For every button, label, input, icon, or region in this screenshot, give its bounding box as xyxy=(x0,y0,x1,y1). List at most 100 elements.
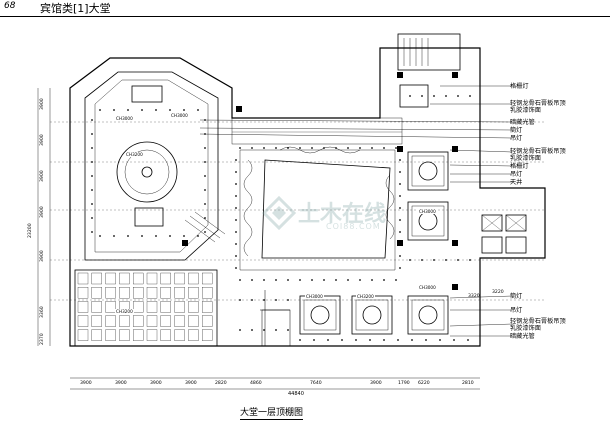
downlight-dot xyxy=(341,339,343,341)
downlight-dot xyxy=(91,175,93,177)
watermark-icon xyxy=(261,195,297,231)
downlight-dot xyxy=(263,147,265,149)
ceiling-height-label: CH3200 xyxy=(125,152,144,157)
dimension-label: 3900 xyxy=(40,98,45,110)
dimension-label: 6220 xyxy=(418,381,430,386)
downlight-dot xyxy=(335,279,337,281)
downlight-dot xyxy=(127,109,129,111)
grid-light-panel xyxy=(160,315,171,327)
dimension-label: 3900 xyxy=(80,381,92,386)
downlight-dot xyxy=(421,259,423,261)
ceiling-height-label: CH3200 xyxy=(356,294,375,299)
grid-light-panel xyxy=(105,329,116,341)
grid-light-panel xyxy=(202,315,213,327)
downlight-dot xyxy=(287,147,289,149)
legend: 格栅灯 轻钢龙骨石膏板吊顶 乳胶漆饰面 暗藏光管 筒灯 吊灯 轻钢龙骨石膏板吊顶… xyxy=(510,0,610,432)
downlight-dot xyxy=(239,329,241,331)
grid-light-panel xyxy=(133,287,144,299)
grid-light-panel xyxy=(160,272,171,285)
legend-item: 格栅灯 xyxy=(510,163,529,170)
grid-light-panel xyxy=(160,287,171,299)
downlight-dot xyxy=(113,235,115,237)
ceiling-height-label: CH3000 xyxy=(418,209,437,214)
grid-light-panel xyxy=(133,315,144,327)
grid-light-panel xyxy=(174,329,185,341)
downlight-dot xyxy=(204,161,206,163)
downlight-dot xyxy=(127,235,129,237)
downlight-dot xyxy=(469,95,471,97)
downlight-dot xyxy=(169,109,171,111)
downlight-dot xyxy=(453,339,455,341)
downlight-dot xyxy=(275,299,277,301)
grid-light-panel xyxy=(146,272,158,285)
downlight-dot xyxy=(287,299,289,301)
downlight-dot xyxy=(275,279,277,281)
downlight-dot xyxy=(355,339,357,341)
grid-light-panel xyxy=(119,272,130,285)
ceiling-height-label: CH3200 xyxy=(115,309,134,314)
dimension-label: 2820 xyxy=(215,381,227,386)
dimension-label: 3900 xyxy=(40,206,45,218)
downlight-dot xyxy=(204,147,206,149)
dimension-label: 3360 xyxy=(40,306,45,318)
grid-light-panel xyxy=(91,315,102,327)
downlight-dot xyxy=(369,339,371,341)
ceiling-height-label: CH3000 xyxy=(418,285,437,290)
downlight-dot xyxy=(113,109,115,111)
downlight-dot xyxy=(409,259,411,261)
downlight-dot xyxy=(197,109,199,111)
dimension-label: 2370 xyxy=(40,333,45,345)
grid-light-panel xyxy=(105,272,116,285)
grid-light-panel xyxy=(105,287,116,299)
downlight-dot xyxy=(91,161,93,163)
grid-light-panel xyxy=(91,272,102,285)
downlight-dot xyxy=(371,279,373,281)
grid-light-panel xyxy=(105,301,116,313)
legend-item: 格栅灯 xyxy=(510,83,529,90)
downlight-dot xyxy=(235,267,237,269)
downlight-dot xyxy=(91,147,93,149)
grid-light-panel xyxy=(174,301,185,313)
legend-item: 暗藏光管 xyxy=(510,333,535,340)
downlight-dot xyxy=(399,255,401,257)
legend-item: 筒灯 xyxy=(510,293,523,300)
downlight-dot xyxy=(204,203,206,205)
downlight-dot xyxy=(251,147,253,149)
grid-light-panel xyxy=(202,329,213,341)
downlight-dot xyxy=(91,231,93,233)
downlight-dot xyxy=(359,147,361,149)
downlight-dot xyxy=(235,231,237,233)
grid-light-panel xyxy=(188,287,199,299)
dimension-label: 3900 xyxy=(185,381,197,386)
downlight-dot xyxy=(347,147,349,149)
watermark-logo: 土木在线 COI88.COM xyxy=(261,195,412,236)
downlight-dot xyxy=(457,259,459,261)
grid-light-panel xyxy=(202,272,213,285)
grid-light-panel xyxy=(146,301,158,313)
downlight-dot xyxy=(311,147,313,149)
dimension-label: 3900 xyxy=(40,170,45,182)
downlight-dot xyxy=(91,189,93,191)
downlight-dot xyxy=(155,109,157,111)
downlight-dot xyxy=(99,235,101,237)
downlight-dot xyxy=(197,235,199,237)
downlight-dot xyxy=(323,279,325,281)
downlight-dot xyxy=(399,195,401,197)
downlight-dot xyxy=(239,279,241,281)
grid-light-panel xyxy=(91,329,102,341)
total-height: 23200 xyxy=(28,223,33,238)
grid-light-panel xyxy=(160,301,171,313)
downlight-dot xyxy=(204,175,206,177)
downlight-dot xyxy=(235,255,237,257)
downlight-dot xyxy=(409,95,411,97)
downlight-dot xyxy=(347,279,349,281)
downlight-dot xyxy=(359,279,361,281)
dimension-label: 3220 xyxy=(492,290,504,295)
downlight-dot xyxy=(411,339,413,341)
header: 68 宾馆类[1]大堂 xyxy=(0,0,610,18)
grid-light-panel xyxy=(174,287,185,299)
downlight-dot xyxy=(299,339,301,341)
downlight-dot xyxy=(275,329,277,331)
downlight-dot xyxy=(263,299,265,301)
grid-light-panel xyxy=(77,329,89,341)
